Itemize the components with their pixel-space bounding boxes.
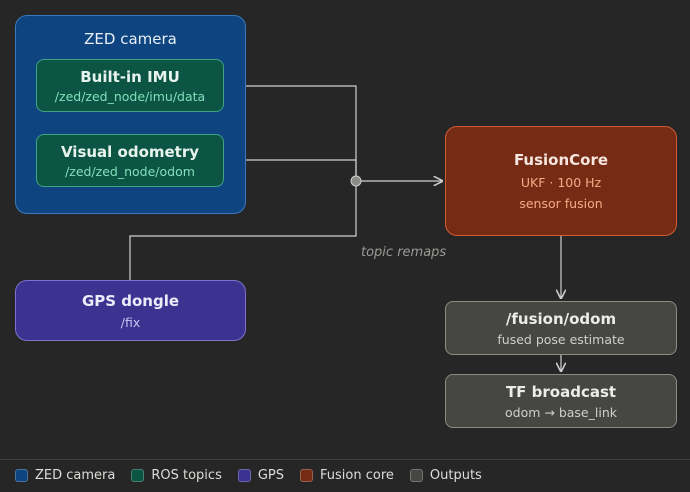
legend-swatch-fusion-core <box>300 469 314 482</box>
imu-wire <box>224 85 357 176</box>
legend-label-outputs: Outputs <box>429 468 482 483</box>
gps-topic: /fix <box>120 314 141 330</box>
legend-item-zed: ZED camera <box>15 468 115 483</box>
legend-label-gps: GPS <box>257 468 285 483</box>
legend-divider <box>0 459 690 460</box>
legend-label-zed: ZED camera <box>35 468 116 483</box>
legend-swatch-zed <box>15 469 28 482</box>
legend-swatch-gps <box>237 469 251 482</box>
legend: ZED camera ROS topics GPS Fusion core Ou… <box>15 468 482 483</box>
legend-swatch-outputs <box>409 469 423 482</box>
legend-swatch-ros-topics <box>131 469 145 482</box>
legend-label-fusion-core: Fusion core <box>320 468 394 483</box>
legend-item-fusion-core: Fusion core <box>300 468 394 483</box>
vo-title: Visual odometry <box>60 142 200 161</box>
tf-desc: odom → base_link <box>505 404 617 420</box>
fusion-odom-node[interactable]: /fusion/odom fused pose estimate <box>445 301 677 355</box>
gps-wire <box>129 186 357 280</box>
fusion-desc: sensor fusion <box>519 196 603 211</box>
tf-title: TF broadcast <box>505 382 617 401</box>
odom-desc: fused pose estimate <box>497 331 625 347</box>
gps-title: GPS dongle <box>81 291 180 310</box>
odom-title: /fusion/odom <box>505 309 617 328</box>
merge-node <box>350 175 362 187</box>
imu-node[interactable]: Built-in IMU /zed/zed_node/imu/data <box>36 59 224 112</box>
gps-dongle-node[interactable]: GPS dongle /fix <box>15 280 246 341</box>
tf-broadcast-node[interactable]: TF broadcast odom → base_link <box>445 374 677 428</box>
topic-remaps-label: topic remaps <box>361 245 447 260</box>
vo-topic: /zed/zed_node/odom <box>65 163 195 179</box>
imu-title: Built-in IMU <box>80 67 180 86</box>
fusion-title: FusionCore <box>513 151 609 169</box>
legend-item-outputs: Outputs <box>409 468 482 483</box>
imu-topic: /zed/zed_node/imu/data <box>54 88 206 104</box>
legend-item-ros-topics: ROS topics <box>131 468 222 483</box>
zed-camera-title: ZED camera <box>84 30 177 48</box>
fusioncore-node[interactable]: FusionCore UKF · 100 Hz sensor fusion <box>445 126 677 236</box>
fusion-rate: UKF · 100 Hz <box>520 175 602 190</box>
visual-odometry-node[interactable]: Visual odometry /zed/zed_node/odom <box>36 134 224 187</box>
legend-item-gps: GPS <box>237 468 285 483</box>
legend-label-ros-topics: ROS topics <box>151 468 222 483</box>
vo-wire <box>224 159 357 176</box>
